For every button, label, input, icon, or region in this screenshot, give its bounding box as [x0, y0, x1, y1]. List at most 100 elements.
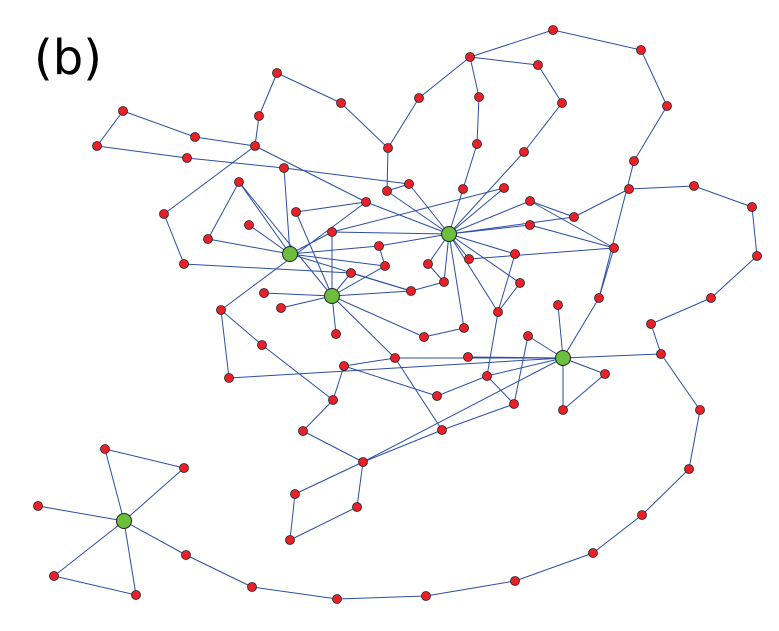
graph-edge	[410, 281, 445, 292]
graph-edge	[529, 200, 575, 218]
graph-edge	[289, 253, 386, 267]
graph-edge	[660, 353, 701, 411]
graph-edge	[331, 295, 396, 359]
graph-node	[33, 501, 43, 511]
graph-edge	[467, 356, 564, 359]
graph-edge	[331, 187, 505, 233]
graph-edge	[529, 224, 615, 249]
graph-node	[179, 259, 189, 269]
graph-node	[437, 425, 447, 435]
graph-node	[190, 132, 200, 142]
graph-node	[624, 184, 634, 194]
graph-node	[331, 329, 341, 339]
graph-node	[250, 141, 260, 151]
graph-node	[290, 489, 300, 499]
graph-edge	[628, 185, 695, 190]
graph-node	[439, 277, 449, 287]
graph-node	[346, 268, 356, 278]
graph-node	[92, 141, 102, 151]
graph-edge	[238, 181, 291, 255]
graph-node	[339, 361, 349, 371]
graph-edge	[248, 224, 291, 255]
graph-edge	[448, 233, 465, 329]
graph-edge	[123, 520, 187, 556]
graph-edge	[331, 290, 412, 297]
graph-edge	[693, 185, 753, 208]
hub-node	[555, 350, 571, 366]
graph-edge	[104, 448, 125, 522]
graph-node	[646, 319, 656, 329]
hub-node	[282, 246, 298, 262]
graph-edge	[207, 181, 240, 240]
graph-node	[474, 92, 484, 102]
graph-edge	[340, 102, 389, 149]
graph-node	[358, 457, 368, 467]
graph-edge	[448, 233, 516, 255]
graph-node	[421, 591, 431, 601]
graph-node	[525, 220, 535, 230]
graph-node	[662, 101, 672, 111]
graph-node	[383, 143, 393, 153]
graph-edge	[650, 323, 662, 355]
graph-edge	[592, 514, 643, 554]
graph-node	[272, 68, 282, 78]
hub-node	[324, 288, 340, 304]
graph-node	[419, 332, 429, 342]
graph-edge	[104, 448, 185, 469]
graph-edge	[443, 233, 450, 283]
graph-node	[216, 305, 226, 315]
graph-edge	[448, 187, 505, 235]
graph-edge	[557, 304, 564, 359]
graph-node	[276, 303, 286, 313]
graph-edge	[476, 96, 480, 145]
hub-node	[441, 226, 457, 242]
graph-edge	[163, 213, 185, 265]
graph-edge	[254, 145, 367, 203]
graph-edge	[289, 506, 358, 541]
graph-node	[179, 463, 189, 473]
graph-edge	[53, 575, 137, 596]
graph-edge	[448, 233, 521, 284]
graph-node	[557, 98, 567, 108]
graph-node	[600, 369, 610, 379]
graph-node	[432, 391, 442, 401]
graph-edge	[513, 335, 529, 405]
graph-edge	[486, 357, 564, 377]
graph-node	[382, 186, 392, 196]
graph-node	[752, 251, 762, 261]
graph-edge	[441, 403, 515, 431]
graph-edge	[486, 311, 499, 377]
graph-node	[533, 60, 543, 70]
graph-edge	[220, 309, 230, 379]
graph-edge	[289, 245, 380, 255]
graph-node	[747, 202, 757, 212]
graph-edge	[514, 552, 594, 582]
graph-node	[499, 183, 509, 193]
graph-node	[689, 181, 699, 191]
graph-edge	[378, 233, 450, 247]
graph-edge	[425, 580, 516, 597]
graph-node	[49, 571, 59, 581]
graph-node	[423, 259, 433, 269]
graph-edge	[408, 183, 450, 235]
graph-edge	[386, 190, 450, 235]
graph-edge	[123, 467, 185, 522]
graph-node	[609, 243, 619, 253]
graph-node	[637, 510, 647, 520]
graph-node	[224, 373, 234, 383]
graph-edge	[261, 344, 334, 401]
graph-edge	[562, 353, 662, 359]
graph-node	[465, 52, 475, 62]
graph-node	[548, 25, 558, 35]
graph-node	[629, 156, 639, 166]
graph-edge	[448, 151, 525, 235]
graph-edge	[387, 97, 420, 149]
graph-edge	[295, 201, 367, 213]
graph-node	[332, 594, 342, 604]
graph-edge	[251, 586, 338, 600]
graph-node	[458, 184, 468, 194]
graph-edge	[294, 461, 364, 495]
graph-edge	[343, 357, 396, 367]
graph-node	[254, 111, 264, 121]
graph-edge	[573, 188, 630, 218]
